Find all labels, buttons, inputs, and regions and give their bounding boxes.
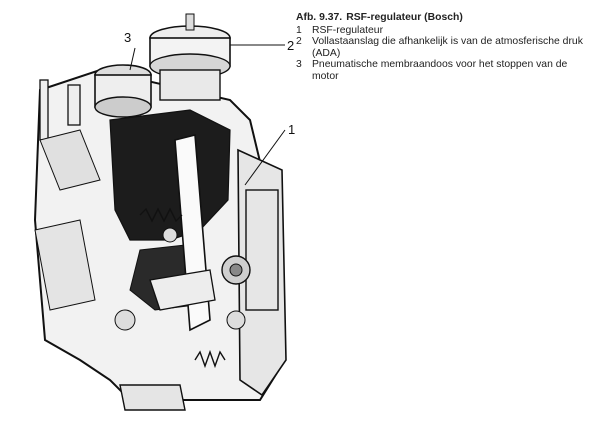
legend-number: 1: [296, 24, 302, 36]
legend-text: Pneumatische membraandoos voor het stopp…: [312, 59, 568, 82]
callout-2: 2: [287, 38, 295, 53]
regulator-drawing: [33, 13, 287, 411]
figure-number: Afb. 9.37.: [296, 12, 343, 23]
caption-title: Afb. 9.37.RSF-regulateur (Bosch): [296, 12, 586, 24]
legend-item: 3 Pneumatische membraandoos voor het sto…: [296, 59, 586, 82]
legend-item: 1 RSF-regulateur: [296, 25, 586, 37]
legend-text: RSF-regulateur: [312, 24, 384, 36]
regulator-illustration: 3 2 1: [33, 13, 296, 411]
legend-text: Vollastaanslag die afhankelijk is van de…: [312, 36, 583, 59]
legend-number: 3: [296, 59, 302, 71]
figure-title: RSF-regulateur (Bosch): [346, 12, 463, 23]
legend-number: 2: [296, 36, 302, 48]
callout-3: 3: [124, 30, 132, 45]
figure-caption: Afb. 9.37.RSF-regulateur (Bosch) 1 RSF-r…: [296, 12, 586, 83]
callout-1: 1: [288, 122, 296, 137]
legend-item: 2 Vollastaanslag die afhankelijk is van …: [296, 36, 586, 59]
